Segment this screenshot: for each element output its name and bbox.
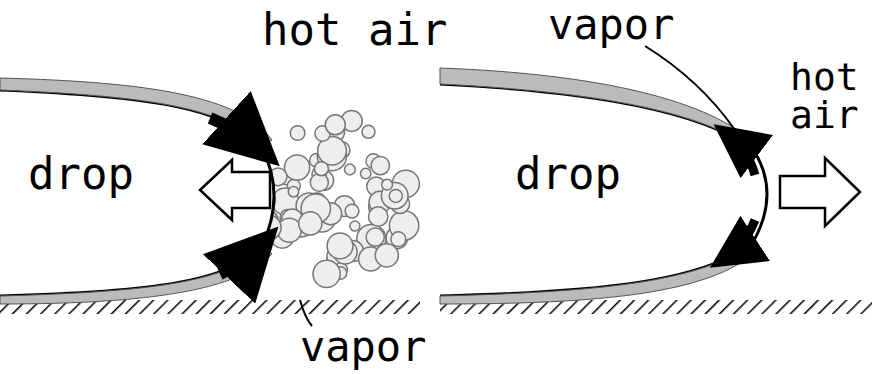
vapor-bubble [389,189,402,202]
vapor-bubble [327,233,353,259]
text-label: hot air [790,58,874,134]
leader-line [645,46,735,130]
vapor-bubble [345,164,356,175]
leader-line [300,300,312,326]
flow-arrow [210,118,262,150]
flow-arrow [220,244,262,274]
vapor-bubble [362,125,375,138]
vapor-bubble [371,156,389,174]
hollow-arrow [780,158,860,226]
vapor-bubble [369,207,388,226]
vapor-bubble [325,115,345,135]
text-label: vapor [300,326,426,368]
vapor-bubble [361,168,371,178]
text-label: drop [515,152,621,196]
vapor-bubble [288,187,298,197]
vapor-bubble [313,260,340,287]
vapor-bubble [299,212,322,235]
vapor-layer [0,78,272,148]
vapor-bubble [366,228,384,246]
vapor-bubble [345,204,359,218]
vapor-bubble [285,155,310,180]
text-label: drop [28,152,134,196]
vapor-bubble [382,179,393,190]
vapor-bubble [391,232,406,247]
flow-arrow [725,220,755,258]
vapor-bubble [314,162,328,176]
hollow-arrow [200,160,270,220]
vapor-layer [440,244,758,304]
vapor-bubble [375,244,398,267]
text-label: hot air [262,8,447,52]
vapor-layer [440,68,758,148]
text-label: vapor [548,4,674,46]
vapor-bubble [290,126,305,141]
vapor-layer [0,246,272,304]
vapor-bubble [350,221,360,231]
flow-arrow [728,135,755,175]
